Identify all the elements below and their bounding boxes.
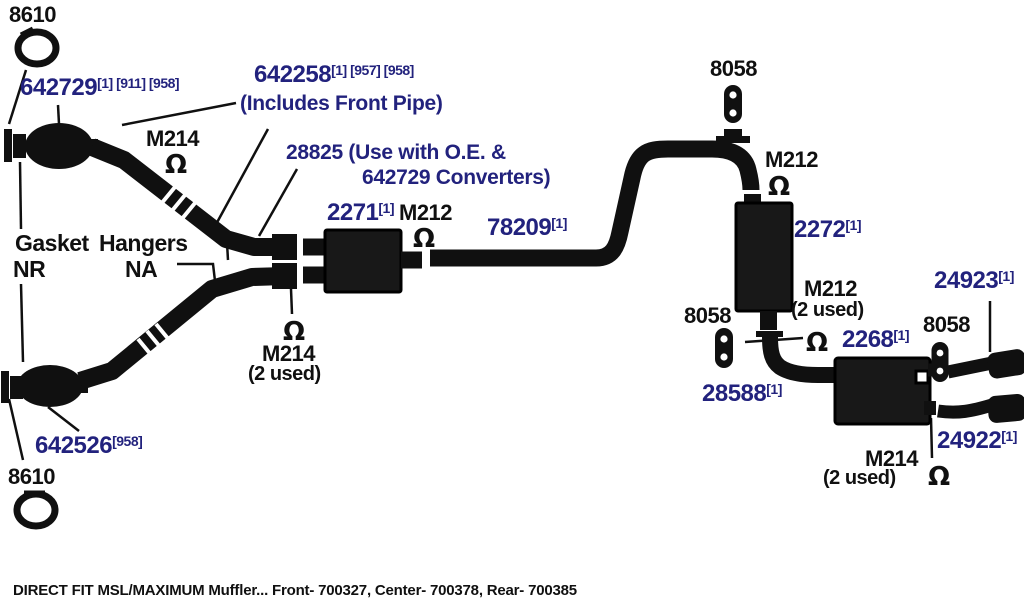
leader-gasket-nr-bottom bbox=[19, 283, 25, 363]
part-footnotes: [958] bbox=[112, 433, 143, 449]
part-number: 24923 bbox=[934, 267, 999, 294]
label-front-pipe-note: (Includes Front Pipe) bbox=[240, 92, 443, 115]
part-footnotes: [1] bbox=[551, 215, 567, 231]
hanger-icon: Ω bbox=[283, 317, 305, 347]
part-number: 2272 bbox=[794, 216, 846, 243]
label-hanger-top: M214 bbox=[146, 126, 200, 151]
part-footnotes: [1] bbox=[893, 327, 910, 343]
resonator-body bbox=[734, 194, 794, 337]
label-gasket-right: 8058 bbox=[923, 312, 970, 337]
hanger-icon: Ω bbox=[928, 462, 950, 492]
label-resonator: 2272[1] bbox=[794, 216, 862, 243]
label-hanger-mid-qty: (2 used) bbox=[791, 299, 864, 321]
part-footnotes: [1] [957] [958] bbox=[331, 62, 414, 78]
leader-front-pipe-2 bbox=[212, 128, 270, 229]
label-28825-line2: 642729 Converters) bbox=[362, 166, 551, 189]
label-clamp-bottom: 8610 bbox=[8, 464, 55, 489]
label-gasket-title: Gasket bbox=[15, 230, 89, 256]
arch-flange-stub bbox=[716, 129, 750, 143]
center-muffler-body bbox=[323, 228, 403, 294]
label-tailpipe-upper: 24923[1] bbox=[934, 268, 1014, 293]
label-hanger-center-qty: (2 used) bbox=[248, 363, 321, 385]
catalytic-converter-bottom bbox=[17, 365, 88, 407]
label-center-muffler: 2271[1] bbox=[327, 199, 395, 226]
flex-coupling-marks bbox=[136, 185, 197, 358]
label-intermediate-pipe: 78209[1] bbox=[487, 215, 567, 240]
part-number: 24922 bbox=[937, 427, 1002, 454]
hanger-icon: Ω bbox=[413, 224, 435, 254]
leader-converter-bottom bbox=[47, 406, 80, 432]
rear-muffler-bracket bbox=[914, 369, 930, 385]
label-28825-line1: 28825 (Use with O.E. & bbox=[286, 141, 506, 164]
part-footnotes: [1] bbox=[378, 200, 395, 216]
part-number: 2268 bbox=[842, 326, 894, 353]
label-tailpipe-lower: 24922[1] bbox=[937, 428, 1017, 453]
fit-caption: DIRECT FIT MSL/MAXIMUM Muffler... Front-… bbox=[13, 582, 577, 599]
label-hanger-rear: M214 bbox=[865, 446, 919, 471]
gasket-icon bbox=[715, 328, 733, 368]
leader-clamp-bottom bbox=[7, 398, 25, 461]
part-number: 642729 bbox=[20, 74, 98, 101]
leader-28825 bbox=[257, 168, 299, 237]
hanger-icon: Ω bbox=[165, 150, 187, 180]
part-number: 2271 bbox=[327, 199, 379, 226]
label-gasket-top: 8058 bbox=[710, 56, 757, 81]
front-pipe-lower bbox=[77, 267, 286, 390]
tailpipe-lower bbox=[937, 393, 1024, 423]
part-number: 642526 bbox=[35, 432, 113, 459]
part-footnotes: [1] bbox=[998, 268, 1014, 284]
label-clamp-top: 8610 bbox=[9, 2, 56, 27]
part-footnotes: [1] [911] [958] bbox=[97, 75, 180, 91]
tailpipe-upper bbox=[946, 349, 1024, 379]
gasket-icon bbox=[724, 85, 742, 123]
clamp-icon bbox=[14, 26, 60, 68]
label-converter-top: 642729[1] [911] [958] bbox=[20, 74, 180, 101]
rear-muffler bbox=[824, 356, 940, 426]
part-number: 28588 bbox=[702, 380, 767, 407]
front-pipes bbox=[77, 138, 326, 390]
leader-clamp-top bbox=[7, 69, 28, 125]
leader-hangers-na bbox=[177, 262, 217, 282]
elbow-pipe bbox=[762, 336, 826, 383]
front-pipe-upper bbox=[88, 138, 285, 256]
leader-lines bbox=[7, 69, 992, 461]
leader-hanger-rear bbox=[929, 417, 934, 459]
clamp-icon bbox=[13, 490, 59, 530]
part-number: 78209 bbox=[487, 214, 552, 241]
catalytic-converter-top bbox=[25, 123, 98, 169]
label-hanger-center-m212: M212 bbox=[399, 200, 453, 225]
gasket-icon bbox=[931, 342, 949, 382]
label-gasket-value-nr: NR bbox=[13, 256, 46, 282]
label-hangers-title: Hangers bbox=[99, 230, 188, 256]
label-hangers-value-na: NA bbox=[125, 256, 158, 282]
label-front-pipe: 642258[1] [957] [958] bbox=[254, 62, 414, 87]
label-hanger-rear-qty: (2 used) bbox=[823, 467, 896, 489]
part-footnotes: [1] bbox=[845, 217, 862, 233]
intermediate-pipe bbox=[430, 140, 760, 267]
label-hanger-center-m214: M214 bbox=[262, 341, 316, 366]
leader-gasket-nr-top bbox=[18, 161, 23, 230]
part-number: 642258 bbox=[254, 61, 332, 88]
leader-front-pipe bbox=[121, 101, 237, 127]
label-rear-muffler: 2268[1] bbox=[842, 326, 910, 353]
label-elbow-pipe: 28588[1] bbox=[702, 381, 782, 406]
part-footnotes: [1] bbox=[1001, 428, 1017, 444]
front-flange-upper bbox=[4, 129, 26, 162]
part-footnotes: [1] bbox=[766, 381, 782, 397]
leader-hanger-center bbox=[289, 288, 294, 315]
label-hanger-mid: M212 bbox=[804, 276, 858, 301]
label-gasket-mid: 8058 bbox=[684, 303, 731, 328]
label-converter-bottom: 642526[958] bbox=[35, 432, 143, 459]
hanger-icon: Ω bbox=[806, 328, 828, 358]
label-hanger-arch: M212 bbox=[765, 147, 819, 172]
leader-converter-top bbox=[56, 104, 61, 125]
hanger-icon: Ω bbox=[768, 172, 790, 202]
